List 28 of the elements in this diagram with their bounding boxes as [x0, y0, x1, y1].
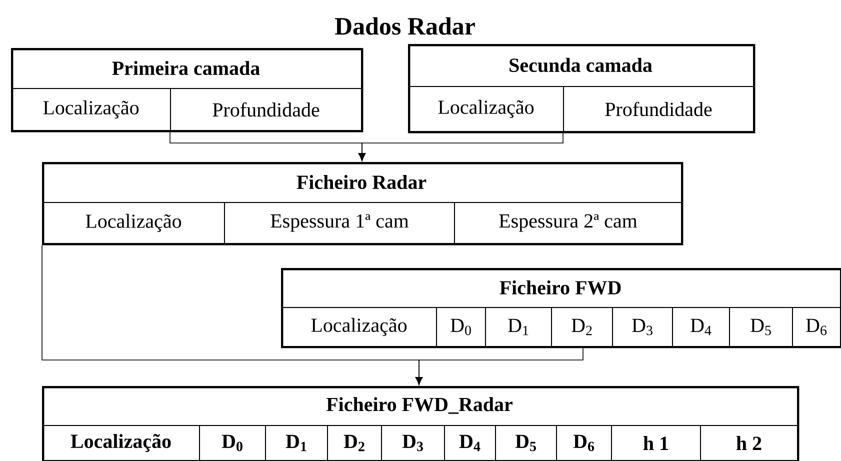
table-cell: Localização — [42, 425, 200, 461]
table-cell: D$_{1}$ — [485, 307, 552, 347]
table-cell: Espessura 2ª cam — [454, 202, 682, 244]
table-cell: Espessura 1ª cam — [224, 202, 455, 244]
table-cell: D$_{6}$ — [556, 425, 612, 461]
table-cell: Profundidade — [170, 88, 362, 131]
connector-arrow — [415, 348, 584, 385]
table-cell: Localização — [11, 88, 171, 131]
table-cell: Localização — [408, 86, 564, 132]
table-cell: D$_{2}$ — [327, 425, 382, 461]
table-cell: D$_{3}$ — [381, 425, 445, 461]
table-cell: D$_{4}$ — [444, 425, 496, 461]
title: Dados Radar — [334, 17, 475, 35]
table-cell: D$_{5}$ — [729, 307, 793, 347]
table-cell: D$_{4}$ — [672, 307, 730, 347]
table-cell: D$_{1}$ — [265, 425, 328, 461]
table-cell: Localização — [281, 307, 437, 347]
connector-arrow — [358, 132, 564, 161]
table-cell: h 2 — [700, 425, 798, 461]
table-cell: Profundidade — [563, 86, 754, 132]
table-cell: D$_{3}$ — [612, 307, 673, 347]
table-cell: D$_{0}$ — [199, 425, 266, 461]
table-cell: Localização — [42, 202, 225, 244]
table-cell: D$_{5}$ — [495, 425, 557, 461]
table-cell: D$_{2}$ — [551, 307, 613, 347]
table-cell: D$_{0}$ — [436, 307, 486, 347]
table-cell: h 1 — [611, 425, 701, 461]
table-cell: D$_{6}$ — [792, 307, 841, 347]
